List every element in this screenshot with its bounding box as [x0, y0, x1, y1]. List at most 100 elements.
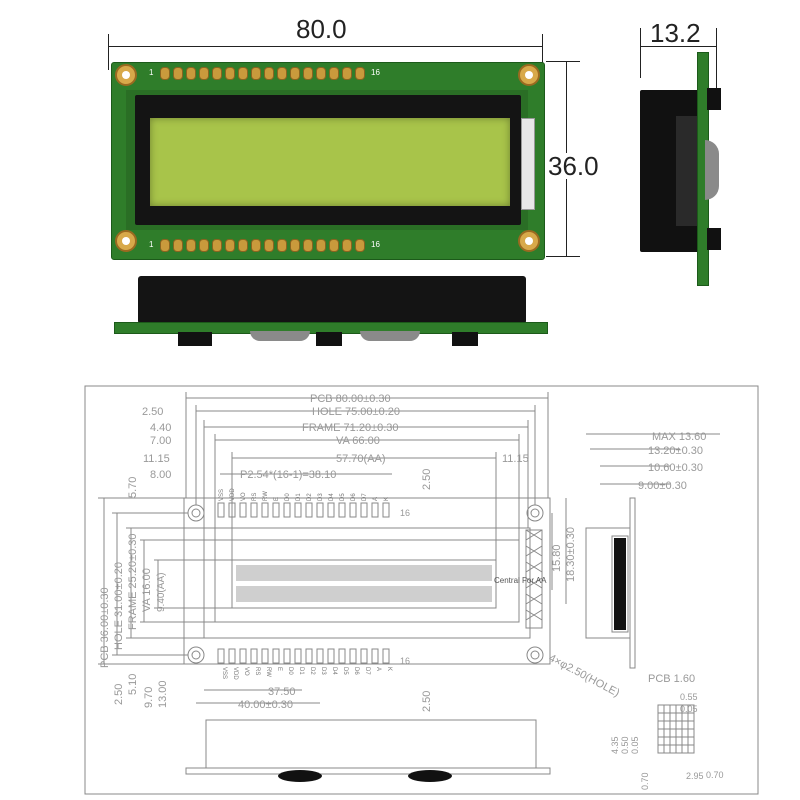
dwg-label-16-top: 16	[400, 508, 410, 518]
pin-pad	[251, 67, 261, 80]
dwg-pin-label: D2	[309, 667, 315, 675]
dwg-char-rows	[236, 565, 492, 602]
dwg-pin-label: RS	[252, 493, 258, 501]
dwg-pin-label: VSS	[221, 667, 227, 679]
dwg-hole-tl	[187, 504, 205, 522]
dwg-pin-label: D5	[340, 493, 346, 501]
dwg-label-435: 4.35	[610, 736, 620, 754]
pin-pad	[342, 67, 352, 80]
dwg-pin-label: K	[384, 497, 390, 501]
pin-label-first: 1	[149, 68, 154, 77]
dwg-pin-label: D0	[285, 493, 291, 501]
dim-depth-ext-left	[640, 28, 641, 78]
dwg-connector	[525, 529, 543, 629]
dwg-label-570: 5.70	[127, 477, 139, 498]
dim-width-ext-left	[108, 34, 109, 70]
pin-pad	[303, 67, 313, 80]
dwg-pin-label: D3	[320, 667, 326, 675]
dwg-label-aa-h: 9.40(AA)	[156, 573, 167, 612]
dwg-label-400: 40.00±0.30	[238, 699, 293, 711]
dwg-bottom-blob	[408, 770, 452, 782]
dim-width-line	[108, 46, 542, 47]
dwg-pin-label: D4	[329, 493, 335, 501]
dwg-label-16-bottom: 16	[400, 656, 410, 666]
dim-width-ext-right	[542, 34, 543, 70]
pin-pad	[251, 239, 261, 252]
dwg-label-295: 2.95	[686, 771, 704, 781]
bottom-frame	[138, 276, 526, 324]
dwg-pcb-outline	[183, 497, 551, 665]
dwg-pin-label: D3	[318, 493, 324, 501]
dwg-pin-label: D7	[364, 667, 370, 675]
dwg-label-1115b: 11.15	[502, 453, 529, 465]
dwg-label-970: 9.70	[143, 687, 155, 708]
dwg-pin-label: VSS	[219, 489, 225, 501]
dwg-label-hole: HOLE 75.00±0.20	[312, 406, 400, 418]
dwg-label-900: 9.00±0.30	[638, 480, 687, 492]
dwg-pin-label: D6	[353, 667, 359, 675]
dwg-label-250d: 2.50	[421, 691, 433, 712]
dwg-pin-label: E	[276, 667, 282, 671]
pin-pad	[199, 239, 209, 252]
dwg-pin-label: RS	[254, 667, 260, 675]
dwg-connector-hatch	[525, 529, 543, 621]
pin-label-last-bottom: 16	[371, 240, 380, 249]
dwg-label-700: 7.00	[150, 435, 171, 447]
pin-pad	[316, 239, 326, 252]
dwg-hole-bl-inner	[191, 650, 201, 660]
pin-pad	[303, 239, 313, 252]
dwg-pin-label: VDD	[232, 667, 238, 680]
mount-hole-bl	[115, 230, 137, 252]
dwg-hole-tr	[526, 504, 544, 522]
pin-pad	[290, 67, 300, 80]
pin-label-last: 16	[371, 68, 380, 77]
dwg-pin-label: A	[375, 667, 381, 671]
pin-pad	[316, 67, 326, 80]
dwg-pin-label: D6	[351, 493, 357, 501]
dwg-pin-label: RW	[263, 491, 269, 501]
pin-pad	[264, 239, 274, 252]
pin-pad	[186, 67, 196, 80]
dim-depth-label: 13.2	[648, 18, 703, 48]
bottom-pin	[178, 332, 212, 346]
dwg-label-800: 8.00	[150, 469, 171, 481]
dwg-label-1320: 13.20±0.30	[648, 445, 703, 457]
dwg-label-005b: 0.05	[630, 736, 640, 754]
dwg-label-hole-note: 4×φ2.50(HOLE)	[547, 652, 622, 699]
pin-pad	[264, 67, 274, 80]
pin-pad	[199, 67, 209, 80]
pin-pad	[342, 239, 352, 252]
dwg-label-070b: 0.70	[706, 770, 724, 780]
dwg-pins-bottom	[217, 648, 390, 664]
dwg-pin-label: K	[386, 667, 392, 671]
dwg-label-frame: FRAME 71.20±0.30	[302, 422, 399, 434]
dwg-label-250b: 2.50	[113, 684, 125, 705]
dim-depth-line	[640, 46, 716, 47]
side-lcd-layer	[676, 116, 698, 226]
dwg-pin-label: VDD	[230, 488, 236, 501]
dim-height-ext-top	[546, 61, 580, 62]
dwg-va	[214, 539, 520, 623]
dwg-label-1830: 18.30±0.30	[565, 527, 577, 582]
dwg-pin-label: E	[274, 497, 280, 501]
dwg-label-pcb-h: PCB 36.00±0.30	[99, 587, 111, 668]
bottom-chip-blob	[360, 331, 420, 341]
dwg-pin-label: D2	[307, 493, 313, 501]
dwg-label-055: 0.55	[680, 692, 698, 702]
dwg-hole-br-inner	[530, 650, 540, 660]
dwg-label-central: Central For AA	[494, 576, 547, 585]
pin-pad	[277, 67, 287, 80]
dwg-hole-tl-inner	[191, 508, 201, 518]
bottom-pin	[316, 332, 342, 346]
dwg-hole-tr-inner	[530, 508, 540, 518]
dwg-pin-label: D0	[287, 667, 293, 675]
dwg-label-1300: 13.00	[157, 680, 169, 708]
side-pin-top	[707, 88, 721, 110]
pin-pad	[277, 239, 287, 252]
lcd-screen	[150, 118, 510, 206]
pin-pad	[212, 67, 222, 80]
mount-hole-br	[518, 230, 540, 252]
